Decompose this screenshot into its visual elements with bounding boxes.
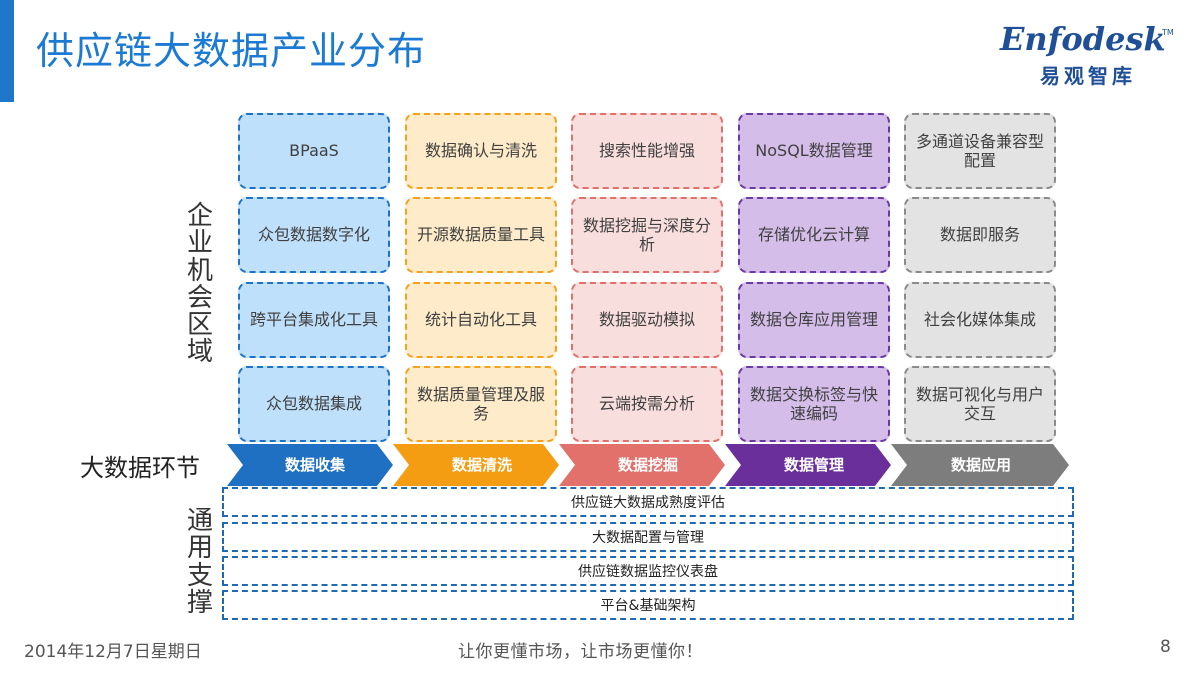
cell-clean-1: 数据确认与清洗 [405,113,557,189]
support-row-dashboard: 供应链数据监控仪表盘 [222,556,1074,586]
enfodesk-logo: Enfodesk TM 易观智库 [1000,16,1180,88]
cell-mining-3: 数据驱动模拟 [571,282,723,358]
support-char: 撑 [186,587,213,618]
stage-label-apply: 数据应用 [950,456,1011,474]
cell-collect-3: 跨平台集成化工具 [238,282,390,358]
opportunity-char: 企 [186,201,213,231]
stage-chevron-apply [891,444,1069,486]
stage-chevron-collect [227,444,393,486]
stage-chevron-clean [393,444,559,486]
stage-label-clean: 数据清洗 [451,456,512,474]
cell-apply-3: 社会化媒体集成 [904,282,1056,358]
logo-chinese-name: 易观智库 [1040,64,1136,88]
support-row-platform: 平台&基础架构 [222,590,1074,620]
page-number: 8 [1160,637,1171,657]
cell-apply-1: 多通道设备兼容型配置 [904,113,1056,189]
opportunity-char: 域 [186,337,213,368]
logo-trademark: TM [1162,28,1174,37]
opportunity-char: 业 [186,228,213,259]
stage-chevron-strip [227,444,1069,486]
cell-manage-3: 数据仓库应用管理 [738,282,890,358]
common-support-label: 通 用 支 撑 [180,506,220,618]
support-row-maturity: 供应链大数据成熟度评估 [222,487,1074,517]
cell-manage-2: 存储优化云计算 [738,197,890,273]
stage-label-mining: 数据挖掘 [617,456,678,474]
page-title: 供应链大数据产业分布 [36,29,427,73]
stage-row-label: 大数据环节 [80,454,200,482]
opportunity-char: 机 [186,255,213,286]
cell-clean-2: 开源数据质量工具 [405,197,557,273]
cell-apply-2: 数据即服务 [904,197,1056,273]
opportunity-zone-label: 企 业 机 会 区 域 [180,201,220,368]
cell-manage-4: 数据交换标签与快速编码 [738,366,890,442]
support-char: 通 [186,506,213,536]
opportunity-char: 区 [186,310,213,341]
stage-label-collect: 数据收集 [284,456,345,474]
stage-chevron-manage [725,444,891,486]
cell-mining-4: 云端按需分析 [571,366,723,442]
support-char: 支 [186,560,213,591]
cell-apply-4: 数据可视化与用户交互 [904,366,1056,442]
cell-collect-2: 众包数据数字化 [238,197,390,273]
opportunity-char: 会 [186,282,213,313]
support-char: 用 [186,533,213,564]
title-accent-bar [0,0,14,102]
cell-collect-1: BPaaS [238,113,390,189]
cell-mining-1: 搜索性能增强 [571,113,723,189]
footer-date: 2014年12月7日星期日 [24,642,202,662]
cell-mining-2: 数据挖掘与深度分析 [571,197,723,273]
logo-wordmark: Enfodesk [1000,20,1166,58]
cell-manage-1: NoSQL数据管理 [738,113,890,189]
footer-slogan: 让你更懂市场，让市场更懂你！ [458,642,703,662]
cell-collect-4: 众包数据集成 [238,366,390,442]
stage-label-manage: 数据管理 [783,456,844,474]
cell-clean-3: 统计自动化工具 [405,282,557,358]
stage-chevron-mining [559,444,725,486]
cell-clean-4: 数据质量管理及服务 [405,366,557,442]
support-row-config: 大数据配置与管理 [222,522,1074,552]
